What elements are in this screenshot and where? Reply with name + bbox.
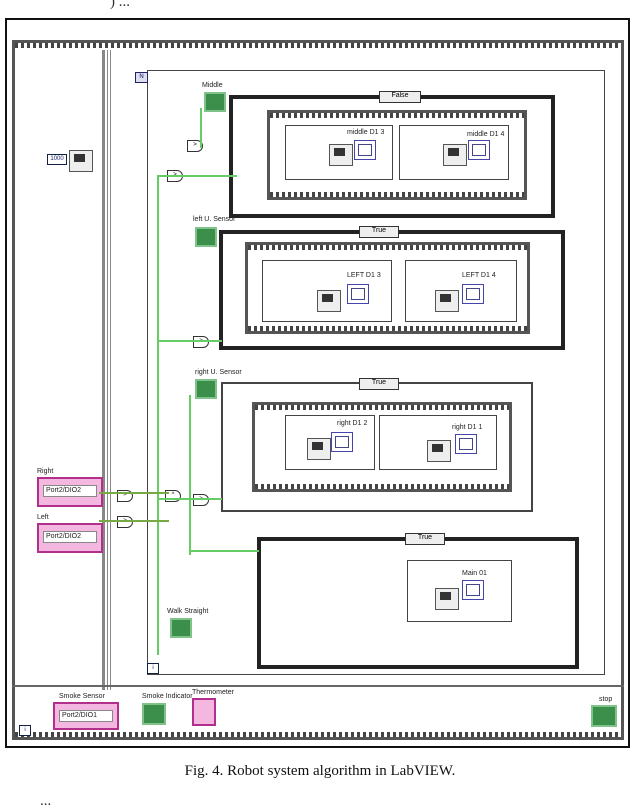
task-subvi-icon bbox=[347, 284, 369, 304]
daqmx-write-icon bbox=[427, 440, 451, 462]
task-subvi-icon bbox=[354, 140, 376, 160]
left-label: Left bbox=[37, 514, 49, 521]
right-u-sensor-terminal bbox=[195, 379, 217, 399]
thermometer-label: Thermometer bbox=[192, 689, 235, 696]
left-u-sensor-label: left U. Sensor bbox=[193, 216, 236, 223]
loop-iteration-terminal: i bbox=[147, 663, 159, 674]
wire bbox=[99, 520, 169, 522]
wait-function-icon bbox=[69, 150, 93, 172]
page-top-text-clipped: ) ... bbox=[110, 0, 130, 10]
thermometer-terminal bbox=[192, 698, 216, 726]
wire bbox=[189, 395, 191, 555]
sub-label-main: Main 01 bbox=[462, 570, 487, 577]
wire bbox=[157, 340, 222, 342]
smoke-sensor-label: Smoke Sensor bbox=[59, 693, 105, 700]
middle-flat-sequence bbox=[267, 110, 527, 200]
wire bbox=[157, 175, 159, 655]
right-u-sensor-label: right U. Sensor bbox=[195, 369, 242, 376]
task-subvi-icon bbox=[462, 580, 484, 600]
daqmx-write-icon bbox=[435, 290, 459, 312]
sub-label-left-3: LEFT D1 3 bbox=[347, 272, 381, 279]
sequence-divider bbox=[107, 50, 111, 690]
wire bbox=[189, 550, 259, 552]
right-case-selector[interactable]: True bbox=[359, 378, 399, 390]
loop-count-terminal: N bbox=[135, 72, 148, 83]
wait-constant: 1000 bbox=[47, 154, 67, 165]
sub-label-left-4: LEFT D1 4 bbox=[462, 272, 496, 279]
daqmx-write-icon bbox=[443, 144, 467, 166]
task-subvi-icon bbox=[331, 432, 353, 452]
middle-terminal bbox=[204, 92, 226, 112]
left-case-selector[interactable]: True bbox=[359, 226, 399, 238]
figure-caption: Fig. 4. Robot system algorithm in LabVIE… bbox=[184, 763, 456, 779]
daqmx-write-icon bbox=[307, 438, 331, 460]
wire bbox=[200, 108, 202, 148]
left-sequence-frame bbox=[17, 50, 105, 690]
right-flat-sequence bbox=[252, 402, 512, 492]
middle-case-selector[interactable]: False bbox=[379, 91, 421, 103]
left-frame-1 bbox=[262, 260, 392, 322]
sub-label-middle-3: middle D1 3 bbox=[347, 129, 385, 136]
not-gate-middle: > bbox=[187, 140, 203, 152]
right-frame-2 bbox=[379, 415, 497, 470]
left-port-value: Port2/DIO2 bbox=[43, 531, 97, 543]
right-port-value: Port2/DIO2 bbox=[43, 485, 97, 497]
sub-label-right-2: right D1 2 bbox=[337, 420, 368, 427]
daqmx-write-icon bbox=[317, 290, 341, 312]
bottom-divider bbox=[12, 685, 624, 687]
outer-while-loop bbox=[12, 40, 624, 740]
smoke-sensor-terminal: Port2/DIO1 bbox=[53, 702, 119, 730]
labview-block-diagram: N i 1000 Middle False middle D1 3 middle… bbox=[5, 18, 630, 748]
main-case-selector[interactable]: True bbox=[405, 533, 445, 545]
middle-frame-2 bbox=[399, 125, 509, 180]
or-gate-left: > bbox=[193, 336, 209, 348]
left-flat-sequence bbox=[245, 242, 530, 334]
middle-frame-1 bbox=[285, 125, 393, 180]
middle-label: Middle bbox=[202, 82, 223, 89]
outer-iteration-terminal: i bbox=[19, 725, 31, 736]
task-subvi-icon bbox=[455, 434, 477, 454]
or-gate-right: > bbox=[193, 494, 209, 506]
stop-label: stop bbox=[599, 696, 613, 703]
daqmx-write-icon bbox=[435, 588, 459, 610]
sub-label-right-1: right D1 1 bbox=[452, 424, 483, 431]
not-gate-left: > bbox=[117, 516, 133, 528]
smoke-port-value: Port2/DIO1 bbox=[59, 710, 113, 722]
right-frame-1 bbox=[285, 415, 375, 470]
stop-button-terminal[interactable] bbox=[591, 705, 617, 727]
inner-while-loop bbox=[147, 70, 605, 675]
left-port-terminal: Port2/DIO2 bbox=[37, 523, 103, 553]
right-label: Right bbox=[37, 468, 54, 475]
task-subvi-icon bbox=[462, 284, 484, 304]
wire bbox=[99, 492, 169, 494]
left-u-sensor-terminal bbox=[195, 227, 217, 247]
task-subvi-icon bbox=[468, 140, 490, 160]
page-bottom-text-clipped: ... bbox=[40, 794, 52, 808]
daqmx-write-icon bbox=[329, 144, 353, 166]
sub-label-middle-4: middle D1 4 bbox=[467, 131, 505, 138]
walk-straight-terminal bbox=[170, 618, 192, 638]
walk-straight-label: Walk Straight bbox=[167, 608, 209, 615]
wire bbox=[157, 175, 237, 177]
smoke-indicator-terminal bbox=[142, 703, 166, 725]
right-port-terminal: Port2/DIO2 bbox=[37, 477, 103, 507]
smoke-indicator-label: Smoke Indicator bbox=[142, 693, 193, 700]
main-frame bbox=[407, 560, 512, 622]
left-frame-2 bbox=[405, 260, 517, 322]
